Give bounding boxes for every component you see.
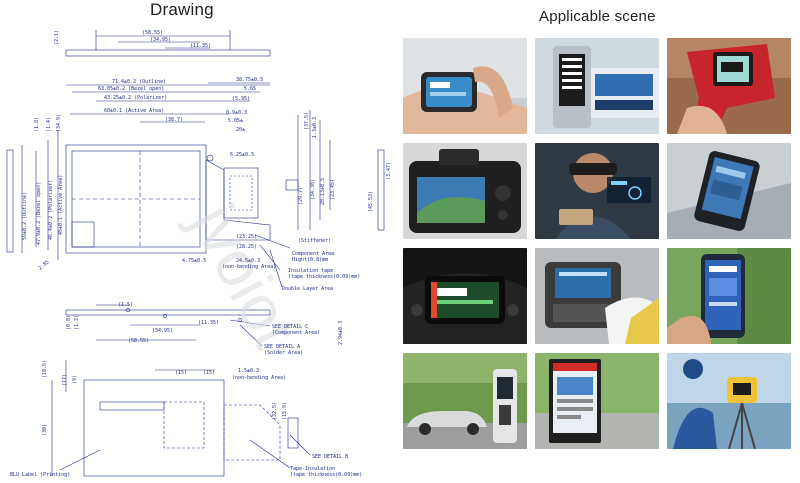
dim-left-active: 45±0.1 (Active Area) [58,175,64,235]
scene-title: Applicable scene [539,8,656,25]
lbl-tape-thickness: (tape thickness(0.09)mm) [288,274,360,280]
lbl-4-75: 4.75±0.5 [182,258,206,264]
surveying-image [667,353,791,449]
side-component: (Component Area) [272,330,320,336]
dim-top-4: (2.1) [54,30,60,45]
bottom-32-5: (32.5) [272,402,278,420]
lbl-hight: Hight(0.8)mm [292,257,328,263]
side-0-8: (0.8) [66,315,72,330]
scene-panel: Applicable scene [395,0,800,483]
technical-drawing: jvoiot (58.55) (34.95) (11.35) (2.1) 71.… [6,30,392,478]
dim-right-28-13: 28.13±0.5 [320,178,326,205]
bottom-15a: (15) [175,370,187,376]
tile-ev-charging [403,353,527,449]
signage-image [535,353,659,449]
dim-polarizer: 43.25±0.2 (Polarizer) [104,95,167,101]
dim-right-23-45: (23.45) [330,179,336,200]
dim-left-1-8: (1.8) [34,117,40,132]
lbl-23-25: (23.25) [236,234,257,240]
bottom-15b: (15) [203,370,215,376]
dim-left-34-9: (34.9) [56,114,62,132]
dim-6-25: 6.25±0.5 [230,152,254,158]
tile-signage [535,353,659,449]
tile-industrial-terminal [535,248,659,344]
lbl-component-area: Component Area [292,251,334,257]
tile-bike-computer [667,143,791,239]
tile-surveying [667,353,791,449]
dim-top-1: (58.55) [142,30,163,36]
bottom-non-bending: (non-bending Area) [232,375,286,381]
dim-right-1-3: 1.3±0.3 [312,117,318,138]
dim-left-bezel: 47.9±0.2 (Bezel open) [36,182,42,245]
dim-38-7: (38.7) [165,117,183,123]
lbl-24-5: 24.5±0.3 [236,258,260,264]
tile-thermometer [667,38,791,134]
scene-grid [403,38,793,449]
dim-right-45-53: (45.53) [368,191,374,212]
bottom-tape: Tape-Insulation [290,466,335,472]
ev-charging-image [403,353,527,449]
tile-motorcycle-dash [403,248,527,344]
dim-outline: 71.4±0.2 (Outline) [112,79,166,85]
dim-top-2: (34.95) [150,37,171,43]
tile-bus-stop [535,38,659,134]
rugged-phone-image [667,248,791,344]
dim-top-3: (11.35) [190,43,211,49]
dim-left-polarizer: 46.4±0.2 (Polarizer) [48,180,54,240]
lbl-non-bending: (non-bending Area) [222,264,276,270]
side-1-2: (1.2) [74,315,80,330]
dim-active: 60±0.1 (Active Area) [104,108,164,114]
bike-computer-image [667,143,791,239]
dim-5-65: 5.65 [244,86,256,92]
dim-0-9: 0.9±0.3 [226,110,247,116]
side-2-94: 2.94±0.3 [338,321,344,345]
bottom-9: (9) [72,375,78,384]
bottom-10-5: (10.5) [42,360,48,378]
bottom-15-9: (15.9) [282,402,288,420]
dim-38-75: 38.75±0.5 [236,77,263,83]
dim-left-1-4: (1.4) [46,117,52,132]
dim-right-34-38: (34.38) [310,179,316,200]
tile-camera [403,143,527,239]
side-detail-a: SEE DETAIL A [264,344,300,350]
bottom-blu-label: BLU Label (Printing) [10,472,70,478]
dim-bezel: 63.05±0.2 (Bezel open) [98,86,164,92]
bottom-tape-thickness: (tape thickness(0.09)mm) [290,472,362,478]
industrial-terminal-image [535,248,659,344]
lbl-double-layer: Double Layer Area [282,286,333,292]
tile-ar-headset [535,143,659,239]
dim-left-outline: 59±0.2 (Outline) [22,192,28,240]
dim-right-29-7: (29.7) [298,187,304,205]
bus-stop-image [535,38,659,134]
lbl-insulation-tape: Insulation tape [288,268,333,274]
drawing-panel: Drawing [0,0,395,483]
ar-headset-image [535,143,659,239]
dim-right-37-5: (37.5) [304,112,310,130]
drawing-title: Drawing [150,0,214,19]
motorcycle-dash-image [403,248,527,344]
side-34-95: (34.95) [152,328,173,334]
dim-5-95: (5.95) [232,96,250,102]
thermometer-image [667,38,791,134]
dim-20: 20± [236,127,245,133]
tile-rugged-phone [667,248,791,344]
side-solder: (Solder Area) [264,350,303,356]
bottom-detail-b: SEE DETAIL B [312,454,348,460]
camera-image [403,143,527,239]
dim-left-2-85: 2.85 [37,259,50,271]
bottom-1-5: 1.5±0.3 [238,368,259,374]
side-1-5: (1.5) [118,302,133,308]
dim-right-3-47: (3.47) [386,162,392,180]
tile-smartwatch [403,38,527,134]
smartwatch-image [403,38,527,134]
side-11-35: (11.35) [198,320,219,326]
bottom-17: (17) [62,374,68,386]
side-detail-c: SEE DETAIL C [272,324,308,330]
lbl-stiffener: (Stiffener) [298,238,331,244]
lbl-28-25: (28.25) [236,244,257,250]
bottom-30: (30) [42,424,48,436]
side-58-55: (58.55) [128,338,149,344]
dim-5-05: 5.05± [228,118,243,124]
